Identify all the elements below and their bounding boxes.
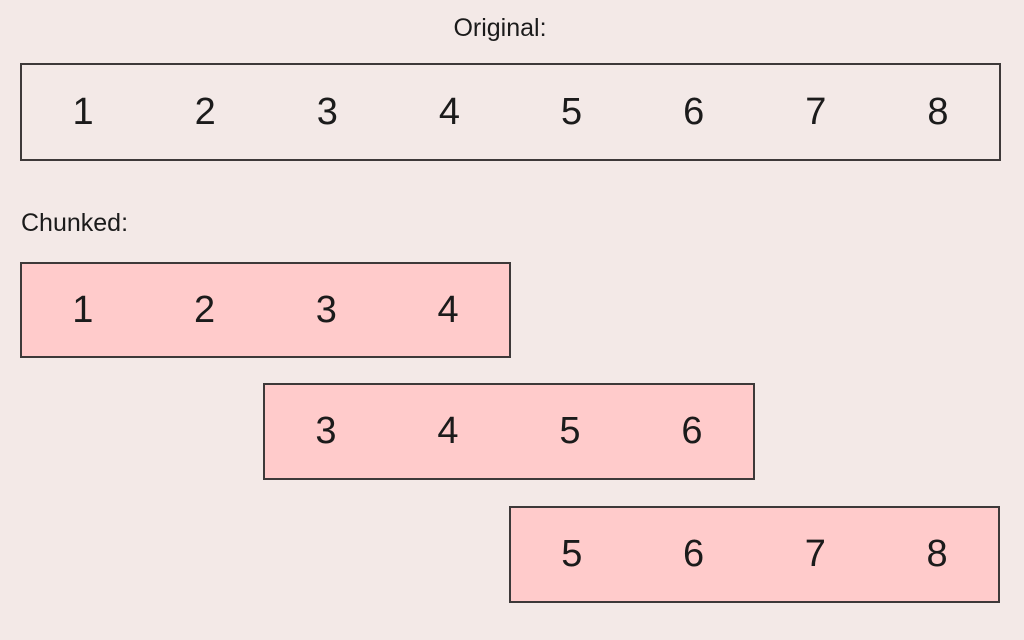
chunk-cell: 4 <box>437 410 459 452</box>
original-label: Original: <box>453 14 547 42</box>
chunk-box-1: 1 2 3 4 <box>20 262 511 358</box>
original-array-box: 1 2 3 4 5 6 7 8 <box>20 63 1001 161</box>
chunk-box-3: 5 6 7 8 <box>509 506 1000 603</box>
array-cell: 2 <box>194 90 216 133</box>
chunked-label: Chunked: <box>21 209 129 237</box>
chunk-cell: 4 <box>437 288 459 331</box>
chunk-cell: 1 <box>72 288 94 331</box>
array-cell: 1 <box>72 90 94 133</box>
chunk-cell: 2 <box>194 288 216 331</box>
chunk-cell: 6 <box>681 410 703 452</box>
chunk-cell: 7 <box>804 533 826 575</box>
chunk-cell: 3 <box>315 288 337 331</box>
chunk-cell: 6 <box>683 533 705 575</box>
chunk-cell: 8 <box>926 533 948 575</box>
chunk-cell: 5 <box>559 410 581 452</box>
array-cell: 7 <box>805 90 827 133</box>
array-cell: 6 <box>683 90 705 133</box>
array-cell: 8 <box>927 90 949 133</box>
array-cell: 4 <box>438 90 460 133</box>
array-cell: 3 <box>316 90 338 133</box>
chunk-cell: 3 <box>315 410 337 452</box>
chunk-box-2: 3 4 5 6 <box>263 383 755 480</box>
array-cell: 5 <box>560 90 583 133</box>
chunk-cell: 5 <box>561 533 583 575</box>
